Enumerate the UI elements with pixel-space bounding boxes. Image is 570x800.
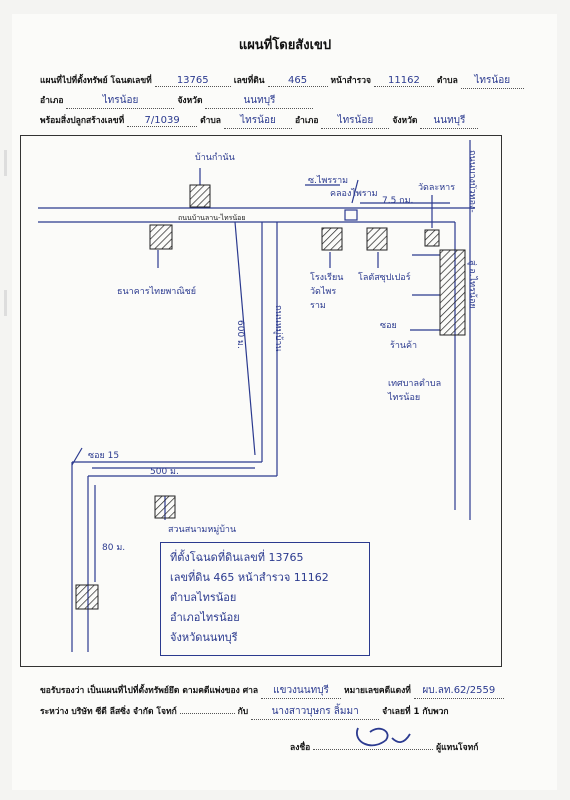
signature-line: ลงชื่อ ผู้แทนโจทก์ [290, 740, 478, 754]
court-name: แขวงนนทบุรี [261, 683, 342, 699]
location-box [160, 542, 370, 656]
tambon-value: ไทรน้อย [223, 113, 292, 129]
box-line-3: ตำบลไทรน้อย [170, 591, 237, 604]
building-target [75, 584, 99, 610]
label-superstore: โลตัสซุปเปอร์ [358, 273, 411, 283]
label-soi-pairam: ซ.ไพรราม [308, 176, 349, 186]
label-village-sign: สวนสนามหมู่บ้าน [168, 525, 237, 535]
label-ban-kamnan: บ้านกำนัน [195, 153, 235, 163]
box-line-1: ที่ตั้งโฉนดที่ดินเลขที่ 13765 [170, 551, 304, 564]
amphoe-value: ไทรน้อย [66, 93, 175, 109]
building-row [439, 249, 466, 336]
building-bank [149, 224, 173, 250]
box-line-5: จังหวัดนนทบุรี [170, 631, 238, 644]
map-frame [20, 135, 502, 667]
header-line-2: อำเภอ ไทรน้อย จังหวัด นนทบุรี [40, 93, 314, 109]
header-line-3: พร้อมสิ่งปลูกสร้างเลขที่ 7/1039 ตำบล ไทร… [40, 113, 479, 129]
label-500m: 500 ม. [150, 467, 179, 477]
tambon-value: ไทรน้อย [460, 73, 524, 89]
case-number: ผบ.ลท.62/2559 [413, 683, 504, 699]
punch-hole [4, 150, 7, 176]
header-line-1: แผนที่ไปที่ตั้งทรัพย์ โฉนดเลขที่ 13765 เ… [40, 73, 524, 89]
box-line-2: เลขที่ดิน 465 หน้าสำรวจ 11162 [170, 571, 329, 584]
label: จังหวัด [177, 96, 203, 106]
label: กับ [237, 707, 249, 717]
label: ลงชื่อ [290, 743, 311, 753]
label: จำเลยที่ 1 กับพวก [382, 707, 449, 717]
label-bank: ธนาคารไทยพาณิชย์ [117, 287, 197, 297]
building-wat [424, 229, 440, 247]
footer-line-1: ขอรับรองว่า เป็นแผนที่ไปที่ตั้งทรัพย์ยึด… [40, 683, 504, 699]
building-school [321, 227, 343, 251]
defendant-name: นางสาวบุษกร ลิ้มมา [251, 704, 380, 720]
label-office: เทศบาลตำบลไทรน้อย [388, 379, 442, 403]
building-ban-kamnan [189, 184, 211, 208]
label: อำเภอ [40, 96, 64, 106]
label-600m: 600 ม. [235, 320, 245, 349]
page-title: แผนที่โดยสังเขป [238, 38, 332, 53]
building-village [154, 495, 176, 519]
punch-hole [4, 290, 7, 316]
label: หมายเลขคดีแดงที่ [344, 686, 411, 696]
label-80m: 80 ม. [102, 543, 126, 553]
footer-line-2: ระหว่าง บริษัท ซีดี ลีสซิ่ง จำกัด โจทก์ … [40, 704, 449, 720]
label-soi-15: ซอย 15 [88, 451, 120, 461]
label: ระหว่าง บริษัท ซีดี ลีสซิ่ง จำกัด โจทก์ [40, 707, 177, 717]
building-number: 7/1039 [127, 115, 198, 127]
label: ผู้แทนโจทก์ [436, 743, 479, 753]
province-value: นนทบุรี [420, 113, 479, 129]
deed-number: 13765 [154, 75, 231, 87]
label: อำเภอ [294, 116, 319, 126]
label: เลขที่ดิน [233, 76, 265, 86]
label: หน้าสำรวจ [330, 76, 371, 86]
label-wat: วัดละหาร [418, 183, 456, 193]
province-value: นนทบุรี [205, 93, 314, 109]
label-main-road: ถนนบ้านลาน-ไทรน้อย [178, 214, 246, 222]
label: จังหวัด [392, 116, 418, 126]
label-school: โรงเรียนวัดไพรราม [310, 273, 344, 311]
label-shop: ร้านค้า [390, 341, 418, 351]
label-to-sai-noi: สู่ อ.ไทรน้อย [467, 260, 477, 309]
label: ขอรับรองว่า เป็นแผนที่ไปที่ตั้งทรัพย์ยึด… [40, 686, 259, 696]
label-kok: ซอย [380, 321, 397, 331]
label: แผนที่ไปที่ตั้งทรัพย์ โฉนดเลขที่ [40, 76, 152, 86]
amphoe-value: ไทรน้อย [321, 113, 390, 129]
label-village-road: ถนนหมู่บ้าน [273, 305, 283, 352]
label: ตำบล [200, 116, 222, 126]
survey-number: 11162 [373, 75, 434, 87]
document-page [12, 14, 557, 790]
label: ตำบล [436, 76, 458, 86]
box-line-4: อำเภอไทรน้อย [170, 611, 240, 624]
label-road-bangbua: ถนนบางบัวทอง- [467, 150, 477, 213]
building-store [366, 227, 388, 251]
label-klong: คลองไพราม [330, 189, 378, 199]
label-distance: 7.5 กม. [382, 196, 414, 206]
label: พร้อมสิ่งปลูกสร้างเลขที่ [40, 116, 125, 126]
land-number: 465 [267, 75, 328, 87]
